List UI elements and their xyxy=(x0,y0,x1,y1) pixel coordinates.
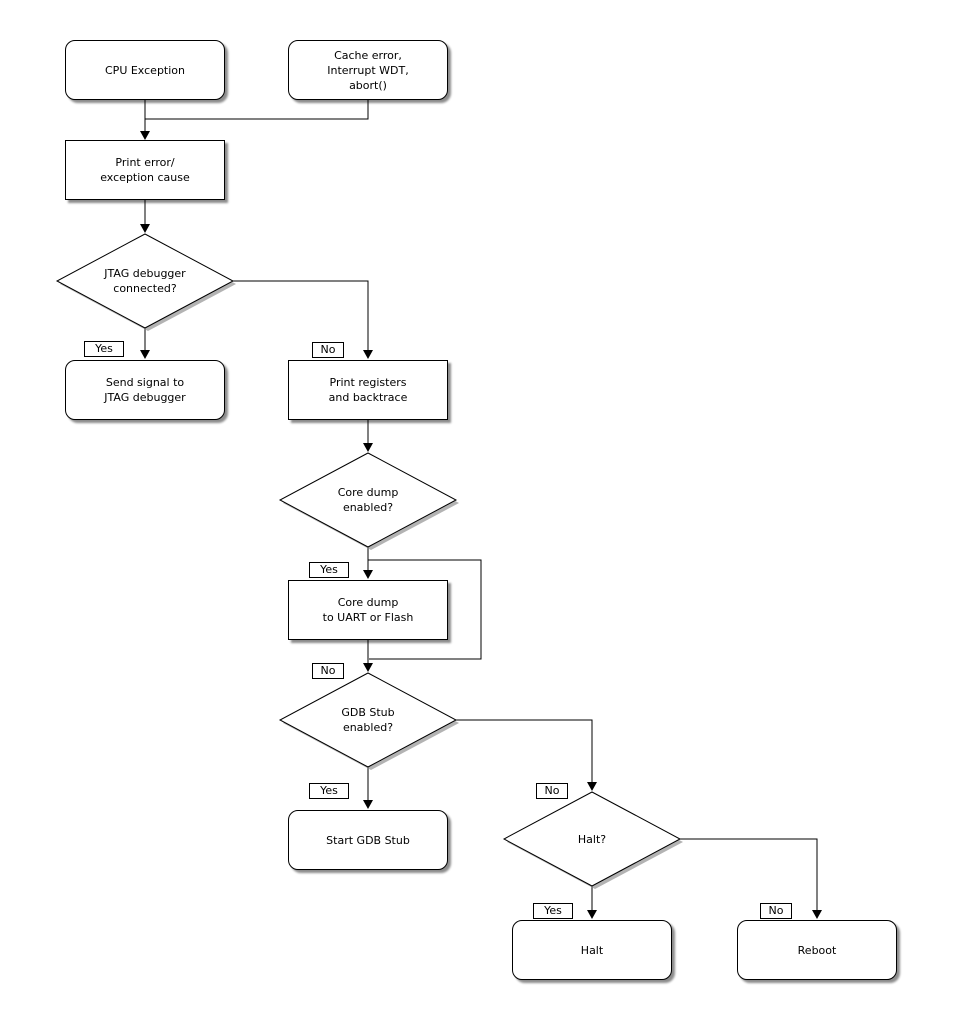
node-label: Print error/ xyxy=(115,156,175,169)
node-label: enabled? xyxy=(342,501,394,514)
diamond-core-dump-enabled xyxy=(278,452,458,548)
diamond-gdb-stub-enabled xyxy=(278,672,458,768)
edge-label-gdb-yes: Yes xyxy=(309,783,349,799)
node-label: Start GDB Stub xyxy=(326,833,410,847)
arrowheads xyxy=(140,131,822,919)
node-label: connected? xyxy=(113,282,177,295)
node-label: Cache error, xyxy=(334,48,402,62)
arrowhead-icon xyxy=(363,570,373,579)
edge-label-halt-no: No xyxy=(760,903,792,919)
edge-label-text: No xyxy=(544,784,560,797)
node-label: Core dump xyxy=(337,486,399,499)
arrowhead-icon xyxy=(587,910,597,919)
node-label: enabled? xyxy=(342,721,394,734)
decision-diamonds xyxy=(55,233,683,889)
node-send-signal: Send signal to JTAG debugger xyxy=(65,360,225,420)
diamond-label-gdb-stub-enabled: GDB Stub enabled? xyxy=(288,690,448,750)
node-start-gdb-stub: Start GDB Stub xyxy=(288,810,448,870)
edge-label-text: Yes xyxy=(320,784,338,797)
arrowhead-icon xyxy=(140,224,150,233)
node-label: JTAG debugger xyxy=(104,267,186,280)
edge-label-core-dump-yes: Yes xyxy=(309,562,349,578)
node-label: Interrupt WDT, xyxy=(327,63,409,77)
node-halt: Halt xyxy=(512,920,672,980)
diamond-jtag-connected xyxy=(55,233,235,329)
edge-label-gdb-no: No xyxy=(536,783,568,799)
arrowhead-icon xyxy=(363,443,373,452)
node-label: to UART or Flash xyxy=(322,611,414,624)
arrowhead-icon xyxy=(140,350,150,359)
node-label: Send signal to xyxy=(105,376,185,389)
node-label: Core dump xyxy=(337,596,399,609)
node-label: GDB Stub xyxy=(341,706,395,719)
node-label: abort() xyxy=(349,78,387,92)
node-core-dump: Core dump to UART or Flash xyxy=(288,580,448,640)
arrowhead-icon xyxy=(587,782,597,791)
node-print-registers: Print registers and backtrace xyxy=(288,360,448,420)
arrowhead-icon xyxy=(140,131,150,140)
node-label: Halt? xyxy=(577,832,607,846)
arrowhead-icon xyxy=(812,910,822,919)
node-label: Print registers xyxy=(329,376,407,389)
edge-label-text: Yes xyxy=(95,342,113,355)
node-label: and backtrace xyxy=(328,391,408,404)
connector-lines xyxy=(144,100,818,911)
arrowhead-icon xyxy=(363,350,373,359)
edge-label-text: No xyxy=(768,904,784,917)
node-label: exception cause xyxy=(100,171,190,184)
node-reboot: Reboot xyxy=(737,920,897,980)
node-label: Reboot xyxy=(797,943,837,957)
edge-label-jtag-yes: Yes xyxy=(84,341,124,357)
node-label: JTAG debugger xyxy=(104,391,186,404)
edge-label-text: Yes xyxy=(320,563,338,576)
connector-gdb-no xyxy=(456,719,593,783)
diamond-halt-question xyxy=(502,791,682,887)
diamond-label-halt-question: Halt? xyxy=(512,809,672,869)
diamond-label-core-dump-enabled: Core dump enabled? xyxy=(288,470,448,530)
node-label: CPU Exception xyxy=(105,63,185,77)
connector-jtag-no xyxy=(233,280,369,351)
node-label: Halt xyxy=(580,943,604,957)
edge-label-jtag-no: No xyxy=(312,342,344,358)
node-print-error: Print error/ exception cause xyxy=(65,140,225,200)
edge-label-core-dump-no: No xyxy=(312,663,344,679)
arrowhead-icon xyxy=(363,663,373,672)
edge-label-text: No xyxy=(320,343,336,356)
node-cpu-exception: CPU Exception xyxy=(65,40,225,100)
connector-coredump-no-bypass xyxy=(368,559,482,660)
edge-label-halt-yes: Yes xyxy=(533,903,573,919)
connector-halt-no xyxy=(680,838,818,911)
edge-label-text: No xyxy=(320,664,336,677)
arrowhead-icon xyxy=(363,800,373,809)
edge-label-text: Yes xyxy=(544,904,562,917)
connector-cache-error-join xyxy=(145,100,369,120)
node-cache-error: Cache error, Interrupt WDT, abort() xyxy=(288,40,448,100)
diamond-label-jtag-connected: JTAG debugger connected? xyxy=(65,251,225,311)
